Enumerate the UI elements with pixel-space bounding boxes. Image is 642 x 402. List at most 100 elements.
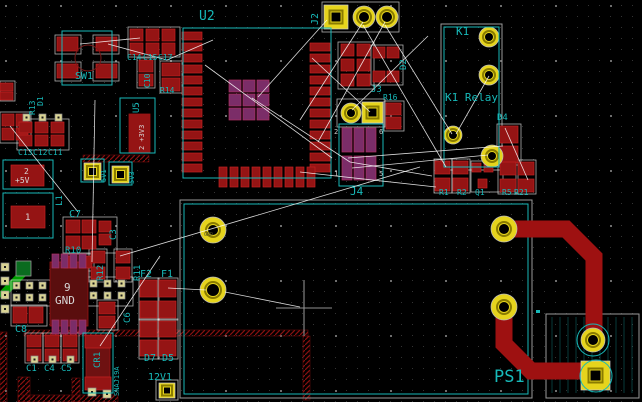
smd-pad-inner-layer[interactable] [242,107,256,121]
zone-hatch-outline[interactable] [17,394,119,402]
smd-pad[interactable] [181,86,203,96]
smd-pad[interactable] [340,43,355,57]
board-silk-outline[interactable] [183,203,529,395]
smd-pad[interactable] [385,116,402,130]
smd-pad-inner-layer[interactable] [78,319,87,335]
smd-pad[interactable] [95,63,118,79]
smd-pad[interactable] [145,28,160,42]
silkscreen-label-sw1[interactable]: SW1 [75,71,93,82]
smd-pad[interactable] [12,306,28,324]
silkscreen-label-f1[interactable]: F1 [161,269,173,280]
copper-trace[interactable] [504,220,603,339]
smd-pad[interactable] [517,161,535,176]
smd-pad[interactable] [10,164,45,187]
smd-pad[interactable] [181,64,203,74]
silkscreen-label-r14[interactable]: R14 [160,86,175,95]
silkscreen-label-c11[interactable]: C11 [48,148,63,157]
silkscreen-label-c6[interactable]: C6 [123,312,133,323]
footprint-circle[interactable] [579,359,613,393]
footprint-outline[interactable] [61,30,113,86]
smd-pad-inner-layer[interactable] [365,127,377,153]
silkscreen-label-j2[interactable]: J2 [310,13,321,25]
component-body[interactable] [49,261,89,327]
smd-pad[interactable] [161,42,176,56]
smd-pad[interactable] [158,300,177,319]
silkscreen-label-d5[interactable]: D5 [162,353,174,364]
smd-pad[interactable] [139,339,158,357]
zone-hatch-outline[interactable] [0,331,8,402]
silkscreen-label-r21[interactable]: R21 [514,188,529,197]
smd-pad[interactable] [499,178,517,193]
smd-pad-inner-layer[interactable] [228,107,242,121]
smd-pad[interactable] [0,91,14,101]
board-outline[interactable] [179,199,533,399]
smd-pad[interactable] [309,86,331,96]
smd-pad[interactable] [50,121,65,134]
silkscreen-label-snaj19a[interactable]: SNAJ19A [113,366,121,396]
smd-pad[interactable] [129,42,144,56]
smd-pad[interactable] [181,141,203,151]
smd-pad[interactable] [98,301,116,315]
silkscreen-label-u2[interactable]: U2 [199,9,215,24]
footprint-outline[interactable] [2,159,54,190]
silkscreen-label-d1[interactable]: D1 [36,96,45,106]
smd-pad[interactable] [477,178,488,189]
smd-pad[interactable] [181,152,203,162]
smd-pad[interactable] [138,59,154,73]
smd-pad[interactable] [28,306,44,324]
smd-pad[interactable] [240,166,250,188]
smd-pad[interactable] [499,161,517,176]
smd-pad[interactable] [309,119,331,129]
copper-trace[interactable] [495,307,594,380]
silkscreen-label-5v1[interactable]: 5V1 [100,169,108,182]
silkscreen-label-c8[interactable]: C8 [15,324,27,335]
silkscreen-label-1[interactable]: 1 [25,213,30,223]
component-body[interactable] [85,347,111,378]
smd-pad[interactable] [81,235,97,250]
smd-pad[interactable] [84,376,112,391]
silkscreen-label-1[interactable]: 1 [334,170,338,178]
smd-pad[interactable] [90,250,106,264]
smd-pad-inner-layer[interactable] [242,79,256,93]
silkscreen-label-r13[interactable]: R13 [28,100,37,115]
smd-pad[interactable] [251,166,261,188]
smd-pad[interactable] [81,219,97,234]
zone-hatch-outline[interactable] [302,335,311,401]
silkscreen-label-+5v[interactable]: +5V [15,176,30,185]
smd-pad-inner-layer[interactable] [51,319,60,335]
smd-pad[interactable] [18,134,33,147]
silkscreen-label-2[interactable]: 2 [334,128,338,136]
smd-pad[interactable] [340,58,355,72]
smd-pad[interactable] [181,163,203,173]
smd-pad-inner-layer[interactable] [256,79,270,93]
footprint-outline[interactable] [443,26,500,168]
smd-pad[interactable] [181,97,203,107]
footprint-outline[interactable] [119,97,156,154]
silkscreen-label-k1[interactable]: K1 [456,25,469,38]
smd-pad[interactable] [181,31,203,41]
smd-pad[interactable] [181,130,203,140]
smd-pad[interactable] [34,121,49,134]
smd-pad[interactable] [517,178,535,193]
silkscreen-label-r12[interactable]: R12 [96,265,106,281]
smd-pad[interactable] [386,46,400,59]
smd-pad-inner-layer[interactable] [365,155,377,181]
footprint-outline[interactable] [182,27,332,179]
smd-pad[interactable] [385,102,402,116]
footprint-circle[interactable] [576,323,610,357]
silkscreen-label-ps1[interactable]: PS1 [494,367,525,387]
smd-pad[interactable] [273,166,283,188]
smd-pad[interactable] [284,166,294,188]
smd-pad[interactable] [158,320,177,338]
smd-pad-inner-layer[interactable] [69,319,78,335]
smd-pad[interactable] [138,73,154,87]
smd-pad[interactable] [295,166,305,188]
silkscreen-label-r1[interactable]: R1 [439,188,449,197]
silkscreen-label-9[interactable]: 9 [64,281,71,294]
smd-pad[interactable] [309,53,331,63]
smd-pad[interactable] [65,235,81,250]
board-outline[interactable] [155,379,179,401]
smd-pad[interactable] [56,36,79,52]
silkscreen-label-r5[interactable]: R5 [502,188,512,197]
smd-pad[interactable] [434,177,451,192]
